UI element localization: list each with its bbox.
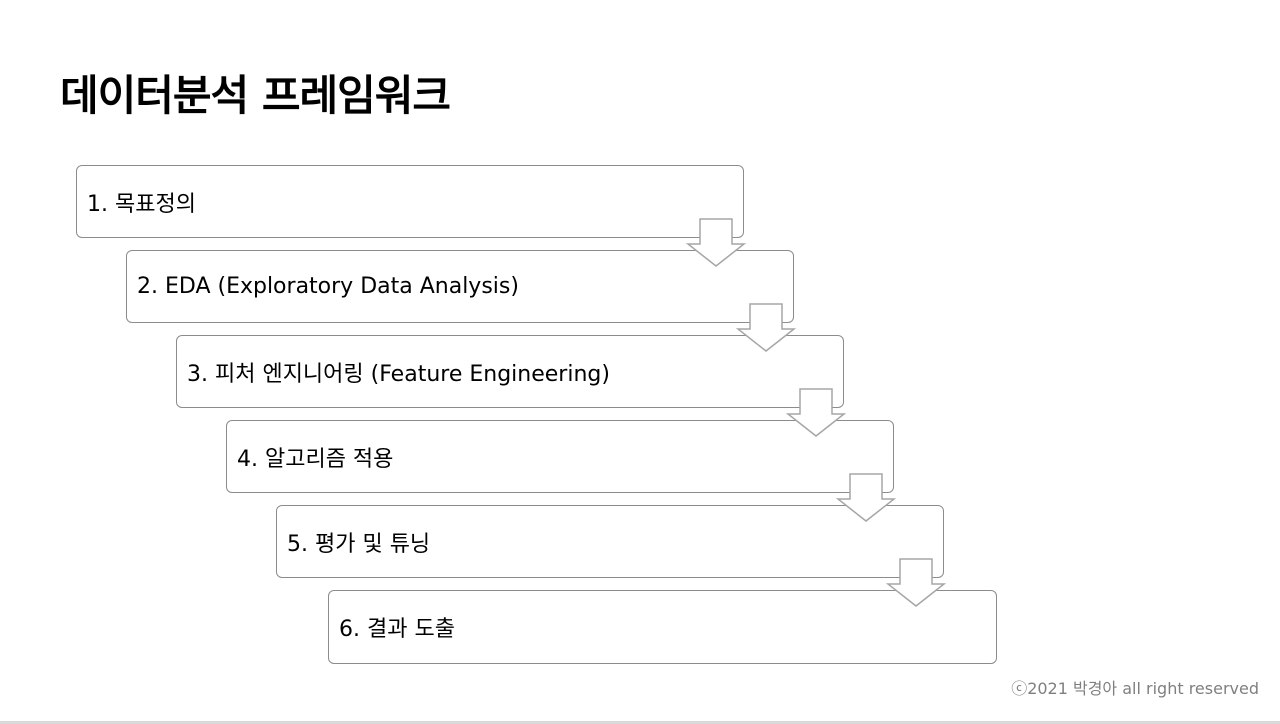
copyright-footer: ⓒ2021 박경아 all right reserved <box>1011 679 1259 698</box>
step-box-5: 5. 평가 및 튜닝 <box>276 505 944 578</box>
slide-title: 데이터분석 프레임워크 <box>60 71 451 120</box>
down-arrow-icon <box>686 218 746 267</box>
step-box-1: 1. 목표정의 <box>76 165 744 238</box>
step-box-6: 6. 결과 도출 <box>328 590 997 664</box>
down-arrow-icon <box>886 558 946 607</box>
bottom-divider <box>0 721 1280 724</box>
step-label: 6. 결과 도출 <box>339 617 455 642</box>
step-box-2: 2. EDA (Exploratory Data Analysis) <box>126 250 794 323</box>
down-arrow-icon <box>836 473 896 522</box>
step-label: 5. 평가 및 튜닝 <box>287 531 431 557</box>
step-box-3: 3. 피처 엔지니어링 (Feature Engineering) <box>176 335 844 408</box>
step-box-4: 4. 알고리즘 적용 <box>226 420 894 493</box>
step-label: 1. 목표정의 <box>87 191 196 217</box>
down-arrow-icon <box>736 303 796 352</box>
step-label: 4. 알고리즘 적용 <box>237 446 394 472</box>
step-label: 3. 피처 엔지니어링 (Feature Engineering) <box>187 361 610 387</box>
down-arrow-icon <box>786 388 846 437</box>
step-label: 2. EDA (Exploratory Data Analysis) <box>137 274 519 299</box>
